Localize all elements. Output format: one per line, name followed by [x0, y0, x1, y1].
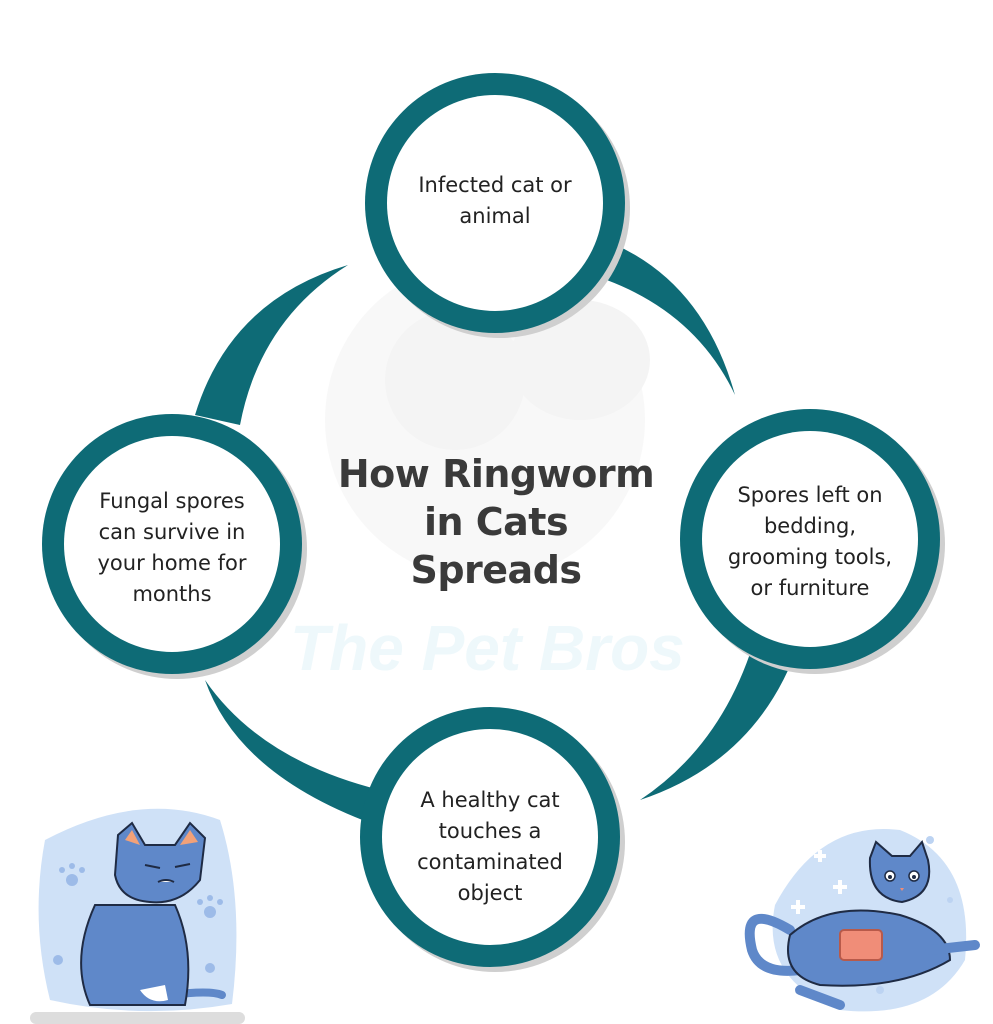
- arrow-left-to-top: [195, 265, 348, 425]
- node-line: can survive in: [98, 520, 246, 544]
- grumpy-cat-illustration: [30, 808, 245, 1024]
- node-line: animal: [459, 204, 531, 228]
- node-spores-survive: Fungal spores can survive in your home f…: [62, 486, 282, 610]
- title-line: How Ringworm: [337, 452, 655, 496]
- patched-cat-illustration: [744, 828, 980, 1012]
- ring-right: [680, 409, 945, 674]
- node-spores-left: Spores left on bedding, grooming tools, …: [700, 480, 920, 604]
- node-line: months: [132, 582, 212, 606]
- title-line: Spreads: [410, 548, 582, 592]
- node-line: Infected cat or: [418, 173, 572, 197]
- paw-print-icon: [53, 863, 223, 973]
- title-line: in Cats: [423, 500, 569, 544]
- node-line: Fungal spores: [99, 489, 245, 513]
- node-line: object: [457, 881, 523, 905]
- node-line: contaminated: [417, 850, 563, 874]
- diagram-title: How Ringworm in Cats Spreads: [318, 450, 674, 594]
- node-infected-animal: Infected cat or animal: [385, 170, 605, 232]
- node-line: or furniture: [750, 576, 870, 600]
- node-line: your home for: [97, 551, 247, 575]
- arrow-bottom-to-left: [205, 680, 390, 830]
- ring-left: [42, 414, 307, 679]
- arrow-right-to-bottom: [640, 620, 800, 800]
- node-line: Spores left on: [737, 483, 883, 507]
- node-line: touches a: [438, 819, 542, 843]
- ring-top: [365, 73, 630, 338]
- watermark-text: The Pet Bros: [290, 612, 685, 684]
- node-line: A healthy cat: [420, 788, 560, 812]
- ring-bottom: [360, 707, 625, 972]
- arrow-top-to-right: [575, 235, 735, 395]
- sparkle-icon: [876, 836, 953, 994]
- watermark-logo: [325, 260, 650, 580]
- node-line: bedding,: [763, 514, 857, 538]
- plus-icon: [791, 850, 847, 914]
- cycle-arrows: [195, 235, 800, 830]
- node-line: grooming tools,: [727, 545, 893, 569]
- node-healthy-cat-contact: A healthy cat touches a contaminated obj…: [380, 785, 600, 909]
